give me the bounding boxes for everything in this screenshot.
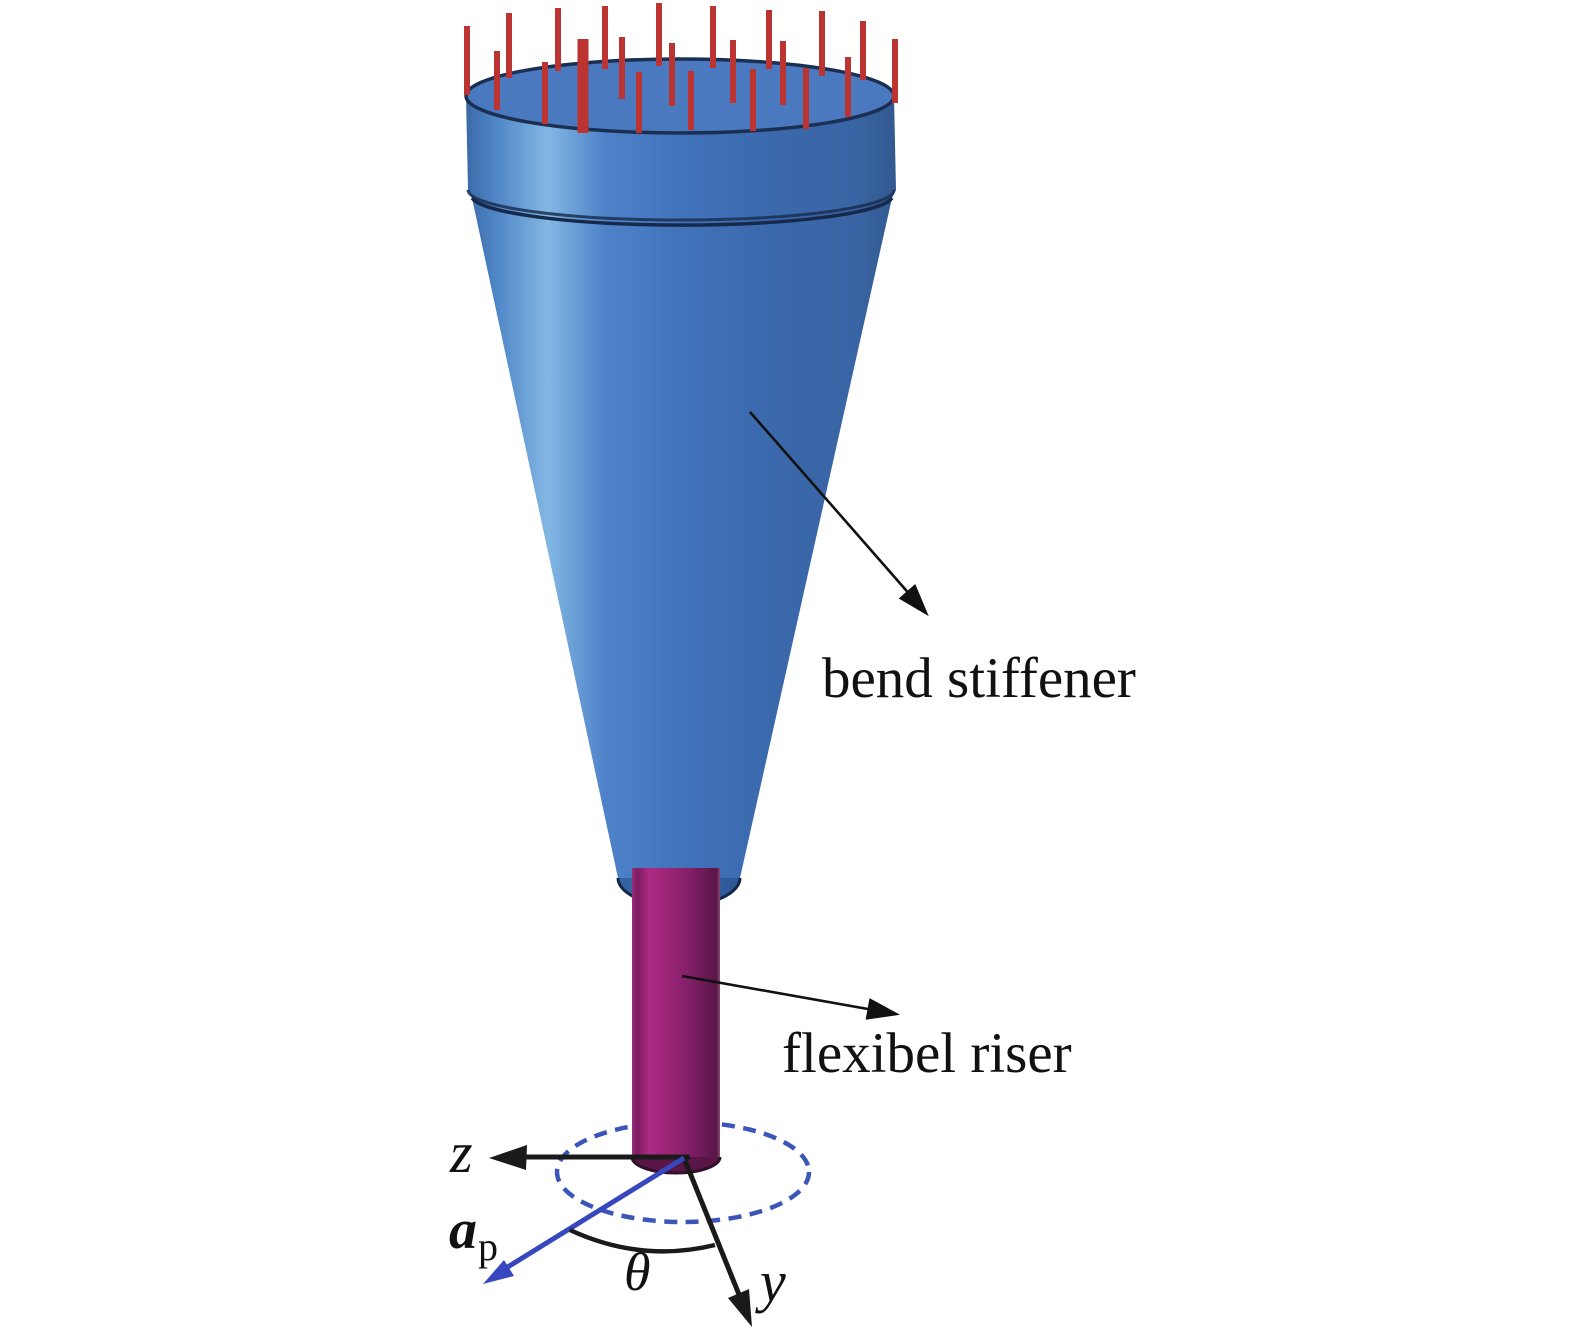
constraint-spike (819, 11, 825, 76)
constraint-spike (780, 41, 786, 105)
y-axis-arrow (681, 1157, 752, 1327)
constraint-spike (669, 43, 675, 106)
y-arrowhead-icon (728, 1289, 752, 1327)
bend-stiffener-body (464, 57, 896, 908)
constraint-spike (542, 62, 548, 124)
constraint-spike (730, 40, 736, 103)
constraint-spike (750, 69, 756, 131)
constraint-spike (577, 39, 589, 133)
ap-vector-label: a (449, 1199, 477, 1261)
constraint-spike (892, 39, 898, 103)
riser-cylinder (632, 868, 720, 1157)
constraint-spike (766, 10, 772, 69)
constraint-spike (494, 51, 500, 110)
constraint-spike (464, 26, 470, 95)
annotation-arrows (681, 411, 929, 1020)
constraint-spike (688, 71, 694, 130)
z-arrowhead-icon (489, 1145, 527, 1170)
labels: bend stiffener flexibel riser z y θ a p (449, 647, 1136, 1314)
collar-bottom-rim-line (466, 189, 896, 222)
constraint-spike (506, 13, 512, 78)
constraint-spike (636, 72, 642, 133)
top-face-ellipse (464, 57, 896, 135)
constraint-spike (619, 37, 625, 99)
cone-top-rim-line (470, 196, 894, 227)
theta-angle-arc (569, 1227, 716, 1254)
y-axis-label: y (755, 1249, 786, 1314)
ap-arrowhead-icon (483, 1260, 514, 1284)
constraint-spike (656, 3, 662, 66)
constraint-spikes (464, 3, 898, 133)
z-axis-arrow (489, 1145, 690, 1170)
bend-stiffener-cone-surface (466, 96, 896, 906)
constraint-spike (602, 6, 608, 69)
ap-vector-subscript: p (478, 1224, 498, 1269)
constraint-spike (860, 21, 866, 80)
riser-bottom-cap-outline (630, 1156, 722, 1175)
flexibel-riser-leader-arrow (681, 974, 901, 1020)
z-axis-label: z (449, 1120, 473, 1185)
constraint-spike (555, 8, 561, 71)
flexible-riser-body (630, 868, 722, 1175)
constraint-spike (845, 57, 851, 117)
theta-label: θ (624, 1242, 651, 1302)
constraint-spike (803, 68, 809, 129)
bend-stiffener-leader-arrow (749, 411, 929, 617)
base-coordinate-system (483, 1145, 752, 1327)
flexibel-riser-label: flexibel riser (782, 1022, 1072, 1085)
bend-stiffener-label: bend stiffener (822, 647, 1136, 710)
constraint-spike (710, 6, 716, 68)
ap-vector-arrow (483, 1155, 686, 1284)
